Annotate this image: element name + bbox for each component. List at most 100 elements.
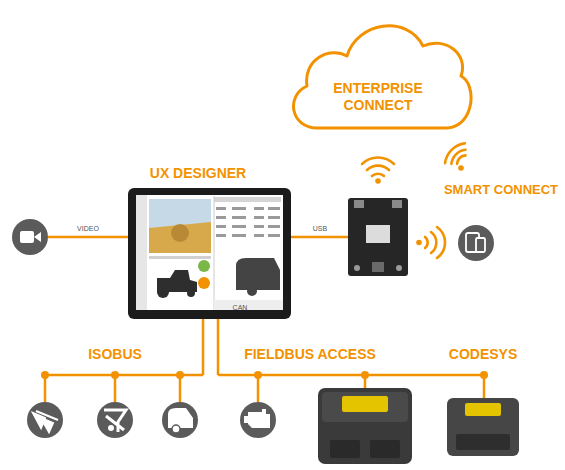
sprayer-wheel (108, 425, 114, 431)
tablet-screen (136, 195, 283, 310)
camera-icon (12, 219, 48, 255)
baler-icon (162, 402, 198, 438)
display-unit: UX DESIGNER (128, 163, 293, 321)
screen-value (232, 207, 246, 210)
gateway-chip (366, 225, 390, 243)
cloud-service: ENTERPRISE CONNECT (283, 12, 473, 134)
wifi-arc (442, 140, 465, 163)
controller-label (465, 403, 501, 416)
drop-wire (114, 375, 117, 402)
fieldbus-controller (318, 388, 412, 464)
phone-outline (476, 238, 485, 252)
node-heading: UX DESIGNER (138, 165, 258, 182)
drop-wire (44, 375, 47, 402)
controller-lid (322, 392, 408, 422)
screen-value (254, 225, 264, 228)
screen-value (216, 234, 226, 237)
screen-row (149, 256, 211, 259)
sprayer-icon (97, 402, 133, 438)
screen-value (268, 234, 280, 237)
controller-housing (447, 398, 519, 456)
bus-name: FIELDBUS ACCESS (220, 346, 400, 363)
wire (45, 237, 484, 402)
bus-name: CODESYS (423, 346, 543, 363)
wave-arc (437, 227, 445, 258)
icon-circle (27, 402, 63, 438)
signal-name: CAN (220, 304, 260, 312)
engine-shape (248, 409, 270, 428)
gateway-hole (396, 265, 402, 271)
screen-wheel (157, 286, 169, 298)
cloud-outline (283, 12, 473, 134)
screen-header (214, 197, 281, 202)
icon-circle (97, 402, 133, 438)
screen-value (268, 216, 280, 219)
engine-icon (240, 402, 276, 438)
wire-dot (254, 371, 262, 379)
plough-shape (33, 411, 58, 432)
bus-name: ISOBUS (55, 346, 175, 363)
drop-wire (257, 375, 260, 402)
screen-value (216, 216, 226, 219)
screen-button (198, 260, 210, 272)
screen-toolbar (214, 300, 283, 310)
codesys-controller (447, 398, 519, 456)
screen-value (216, 225, 226, 228)
camera-lens (34, 232, 41, 242)
wifi-symbol (442, 140, 466, 164)
plough-icon (27, 402, 63, 438)
gateway-hole (354, 265, 360, 271)
wifi-symbol (362, 158, 394, 176)
controller-connector (330, 440, 360, 458)
mobile-icon (458, 225, 494, 261)
screen-wheel (187, 289, 195, 297)
screen-button (198, 277, 210, 289)
cloud-outline (294, 26, 472, 128)
screen-value (232, 234, 246, 237)
screen-value (232, 216, 246, 219)
screen-sidebar (136, 195, 147, 310)
tablet-display (128, 188, 291, 319)
wifi-arc (455, 154, 465, 164)
usb-wire (291, 236, 348, 239)
screen-value (268, 225, 280, 228)
icon-circle (458, 225, 494, 261)
wifi-dot (458, 165, 464, 171)
wifi-arc (372, 174, 384, 176)
screen-field (149, 222, 211, 253)
node-heading: SMART CONNECT (440, 182, 562, 198)
screen-value (254, 234, 264, 237)
wifi-arc (362, 158, 394, 164)
wire-dot (41, 371, 49, 379)
controller-connector (456, 434, 510, 450)
wire-dot (480, 371, 488, 379)
node-heading: ENTERPRISE CONNECT (328, 80, 428, 114)
screen-value (254, 207, 264, 210)
screen-value (268, 207, 280, 210)
radio-waves (425, 227, 445, 258)
video-wire (48, 236, 128, 239)
gateway-connector (354, 200, 364, 208)
baler-wheel (172, 425, 180, 433)
camera-body (20, 231, 34, 243)
engine-shape (244, 416, 248, 423)
controller-label (342, 396, 388, 412)
screen-value (232, 225, 246, 228)
screen-baler (236, 258, 280, 290)
screen-divider (214, 196, 215, 310)
drop-wire (179, 375, 182, 402)
wire-dot (361, 371, 369, 379)
tablet-bezel (128, 188, 291, 319)
screen-value (254, 216, 264, 219)
screen-photo (149, 199, 211, 253)
screen-bale (171, 224, 189, 242)
gateway-connector (372, 262, 384, 272)
screen-value (216, 207, 226, 210)
screen-values (216, 207, 280, 237)
gateway-connector (392, 200, 402, 208)
wifi-dot (375, 178, 381, 184)
sprayer-shape (104, 410, 126, 432)
screen-wheel (247, 286, 257, 296)
